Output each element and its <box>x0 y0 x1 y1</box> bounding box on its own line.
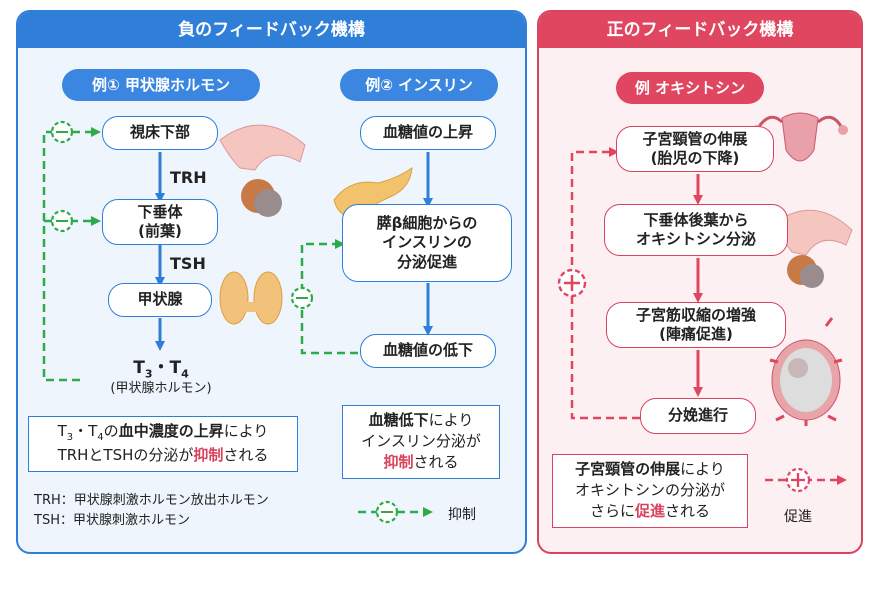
pituitary-illustration-2 <box>775 209 853 288</box>
positive-example-pill: 例 オキシトシン <box>616 72 764 104</box>
glucose-drop-node: 血糖値の低下 <box>360 334 496 368</box>
glucose-rise-node: 血糖値の上昇 <box>360 116 496 150</box>
positive-panel-title: 正のフィードバック機構 <box>539 12 861 48</box>
thyroid-illustration <box>219 271 283 325</box>
trh-label: TRH <box>170 168 207 187</box>
insulin-secretion-node: 膵β細胞からの インスリンの 分泌促進 <box>342 204 512 282</box>
legend-tsh: TSH：甲状腺刺激ホルモン <box>34 513 190 528</box>
pituitary-illustration <box>219 124 306 217</box>
thyroid-hormone-note: (甲状腺ホルモン) <box>110 381 212 396</box>
oxytocin-summary-note: 子宮頸管の伸展により オキシトシンの分泌が さらに促進される <box>552 454 748 528</box>
inhibition-loop-thyroid <box>42 127 101 382</box>
example1-pill: 例① 甲状腺ホルモン <box>62 69 260 101</box>
thyroid-hormone-label: T3・T4 <box>133 358 189 381</box>
contraction-node: 子宮筋収縮の増強 (陣痛促進) <box>606 302 786 348</box>
fetus-illustration <box>769 317 843 426</box>
example2-pill: 例② インスリン <box>340 69 498 101</box>
pituitary-node: 下垂体 (前葉) <box>102 199 218 245</box>
insulin-summary-note: 血糖低下により インスリン分泌が 抑制される <box>342 405 500 479</box>
negative-panel-title: 負のフィードバック機構 <box>18 12 525 48</box>
legend-promote-label: 促進 <box>784 509 812 525</box>
legend-inhibit-label: 抑制 <box>448 507 476 523</box>
thyroid-summary-note: T3・T4の血中濃度の上昇により TRHとTSHの分泌が抑制される <box>28 416 298 472</box>
hypothalamus-node: 視床下部 <box>102 116 218 150</box>
oxytocin-secretion-node: 下垂体後葉から オキシトシン分泌 <box>604 204 788 256</box>
thyroid-node: 甲状腺 <box>108 283 212 317</box>
tsh-label: TSH <box>170 254 206 273</box>
delivery-node: 分娩進行 <box>640 398 756 434</box>
legend-trh: TRH：甲状腺刺激ホルモン放出ホルモン <box>34 493 269 508</box>
cervix-stretch-node: 子宮頸管の伸展 (胎児の下降) <box>616 126 774 172</box>
